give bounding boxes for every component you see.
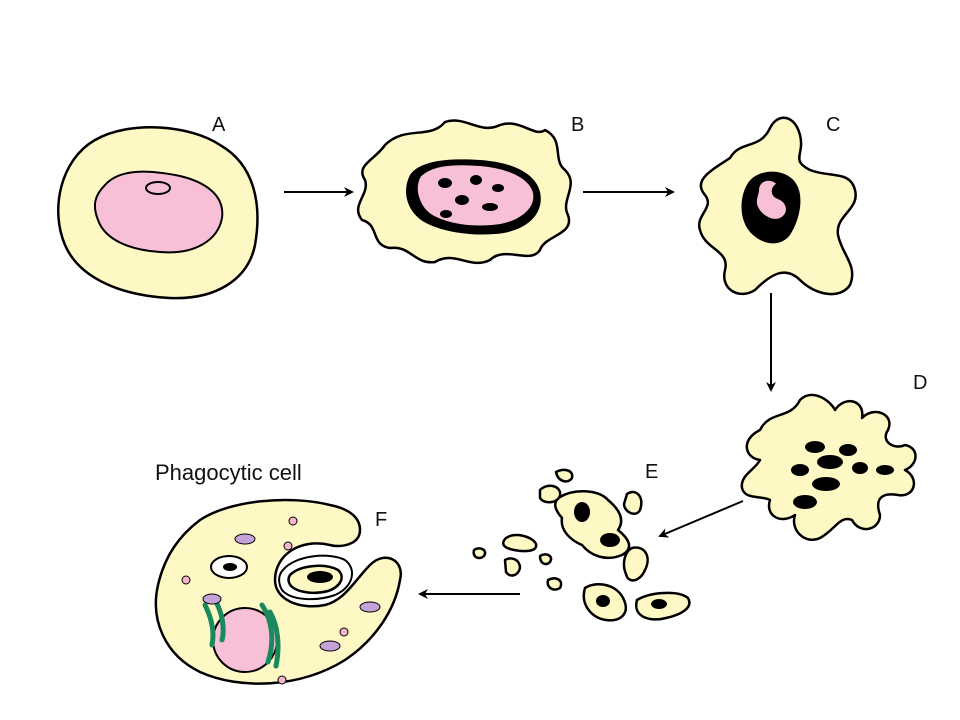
label-f: F	[375, 509, 387, 531]
cell-a-normal	[57, 126, 259, 300]
phagocytic-cell-label: Phagocytic cell	[155, 460, 302, 485]
arrow-d-to-e	[658, 500, 744, 538]
label-e: E	[645, 461, 658, 483]
label-b: B	[571, 114, 584, 136]
cell-b-condensed	[356, 119, 572, 265]
label-d: D	[913, 372, 927, 394]
label-a: A	[212, 114, 226, 136]
apoptotic-bodies	[472, 468, 691, 622]
cell-d-blebbing	[740, 393, 917, 541]
cell-c-shrinking	[697, 116, 857, 296]
label-c: C	[826, 114, 840, 136]
phagocytic-cell	[154, 498, 403, 685]
